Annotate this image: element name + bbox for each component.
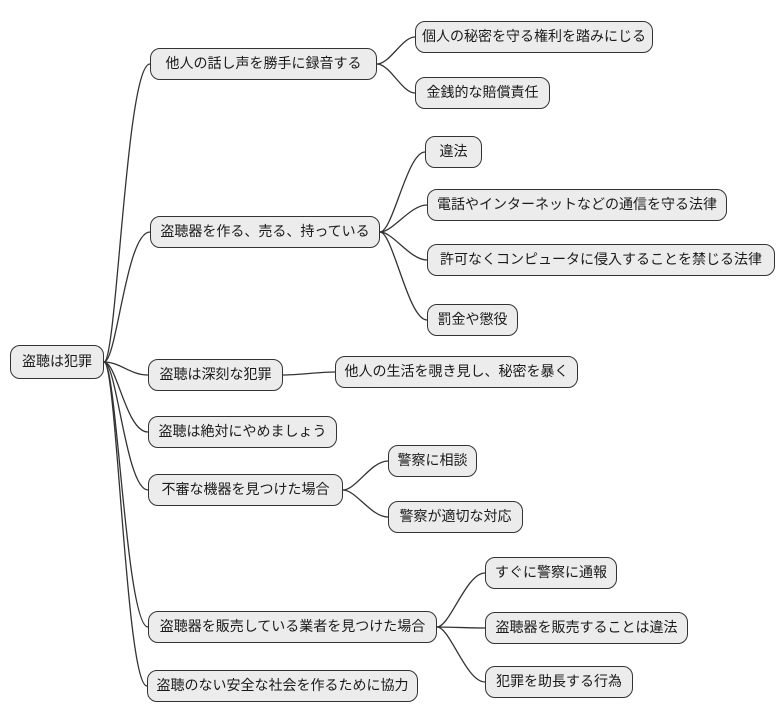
node-unauthorized-recording: 他人の話し声を勝手に録音する [150, 48, 377, 80]
edge-root-branch4 [103, 361, 149, 433]
edge-root-branch2 [103, 231, 151, 363]
leaf-monetary-liability: 金銭的な賠償責任 [415, 77, 550, 109]
edge-branch5-child1 [342, 460, 389, 491]
edge-root-branch3 [103, 361, 149, 376]
edge-branch1-child1 [376, 36, 416, 65]
node-serious-crime: 盗聴は深刻な犯罪 [148, 359, 283, 391]
edge-branch2-child3 [379, 231, 428, 261]
edge-branch5-child2 [342, 489, 389, 518]
leaf-selling-devices-illegal: 盗聴器を販売することは違法 [485, 612, 688, 644]
node-found-suspicious-device: 不審な機器を見つけた場合 [148, 474, 343, 506]
leaf-illegal: 違法 [425, 136, 482, 168]
leaf-report-police-immediately: すぐに警察に通報 [485, 557, 617, 589]
leaf-police-proper-response: 警察が適切な対応 [388, 501, 523, 533]
edge-root-branch1 [103, 63, 151, 363]
leaf-telecom-protection-law: 電話やインターネットなどの通信を守る法律 [427, 189, 727, 221]
edge-branch2-child1 [379, 151, 426, 233]
leaf-computer-intrusion-law: 許可なくコンピュータに侵入することを禁じる法律 [427, 244, 775, 276]
node-make-sell-possess-devices: 盗聴器を作る、売る、持っている [150, 216, 380, 248]
leaf-abets-crime: 犯罪を助長する行為 [485, 666, 633, 698]
edge-branch2-child4 [379, 231, 428, 321]
edge-branch6-child2 [436, 626, 486, 629]
node-never-wiretap: 盗聴は絶対にやめましょう [148, 416, 337, 448]
node-root: 盗聴は犯罪 [10, 345, 104, 379]
edge-branch6-child3 [436, 626, 486, 683]
edge-root-branch6 [103, 361, 149, 628]
leaf-privacy-right-violation: 個人の秘密を守る権利を踏みにじる [415, 21, 653, 53]
edge-root-branch5 [103, 361, 149, 491]
edge-branch6-child1 [436, 572, 486, 628]
edge-branch1-child2 [376, 63, 416, 94]
edge-root-branch7 [103, 361, 148, 687]
edge-branch3-child1 [282, 371, 336, 376]
node-cooperate-safe-society: 盗聴のない安全な社会を作るために協力 [147, 670, 418, 702]
leaf-consult-police: 警察に相談 [388, 445, 477, 477]
leaf-fines-imprisonment: 罰金や懲役 [427, 304, 518, 336]
edge-branch2-child2 [379, 204, 428, 233]
leaf-spying-exposing-secrets: 他人の生活を覗き見し、秘密を暴く [335, 356, 578, 388]
node-found-device-vendor: 盗聴器を販売している業者を見つけた場合 [148, 611, 437, 643]
